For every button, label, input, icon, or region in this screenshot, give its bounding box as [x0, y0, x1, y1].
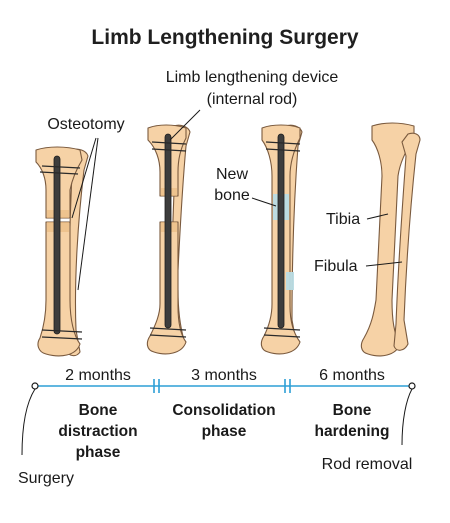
surgery-leader [21, 388, 36, 456]
phase-label: Bone [79, 402, 118, 419]
screw [151, 141, 187, 145]
internal-rod [164, 133, 172, 329]
timeline-start-marker [31, 382, 39, 390]
internal-rod [53, 155, 61, 335]
rod-removal-label: Rod removal [322, 456, 413, 473]
screw [263, 327, 301, 331]
diagram-title: Limb Lengthening Surgery [91, 26, 358, 49]
surgery-label: Surgery [18, 470, 74, 487]
osteotomy-leader [77, 137, 99, 291]
tibia-leader [366, 213, 389, 220]
phase-label: Bone [333, 402, 372, 419]
screw [265, 148, 301, 152]
new-bone-region [286, 272, 294, 290]
new-bone-label: New [216, 166, 248, 183]
stage-consolidation [260, 124, 303, 355]
internal-rod [277, 133, 285, 329]
phase-label: Consolidation [172, 402, 275, 419]
phase-label: distraction [58, 423, 137, 440]
stage-osteotomy [35, 146, 89, 357]
screw [41, 165, 81, 169]
device-label: Limb lengthening device [166, 69, 339, 86]
screw [263, 334, 301, 338]
screw [41, 336, 83, 340]
phase-label: phase [76, 444, 121, 461]
timeline-end-marker [408, 382, 416, 390]
stage-healed [360, 122, 421, 357]
fibula-bone [393, 132, 421, 351]
phase-label: phase [202, 423, 247, 440]
osteotomy-leader [71, 137, 97, 219]
device-leader [169, 109, 201, 141]
tibia-label: Tibia [326, 211, 360, 228]
osteotomy-label: Osteotomy [47, 116, 124, 133]
fibula-leader [365, 261, 403, 267]
screw [265, 141, 301, 145]
device-label-sub: (internal rod) [207, 91, 298, 108]
rod-removal-leader [401, 388, 413, 446]
screw [41, 329, 83, 333]
new-bone-leader [251, 197, 277, 207]
phase-label: hardening [315, 423, 390, 440]
duration-label: 3 months [191, 367, 257, 384]
fibula-label: Fibula [314, 258, 358, 275]
screw [149, 327, 187, 331]
new-bone-label-sub: bone [214, 187, 250, 204]
stage-distraction [146, 124, 191, 355]
screw [149, 334, 187, 338]
duration-label: 6 months [319, 367, 385, 384]
duration-label: 2 months [65, 367, 131, 384]
timeline: 2 months 3 months 6 months Bone distract… [18, 367, 416, 487]
screw [39, 171, 79, 175]
screw [151, 148, 187, 152]
labels: Limb lengthening device (internal rod) O… [47, 69, 403, 291]
